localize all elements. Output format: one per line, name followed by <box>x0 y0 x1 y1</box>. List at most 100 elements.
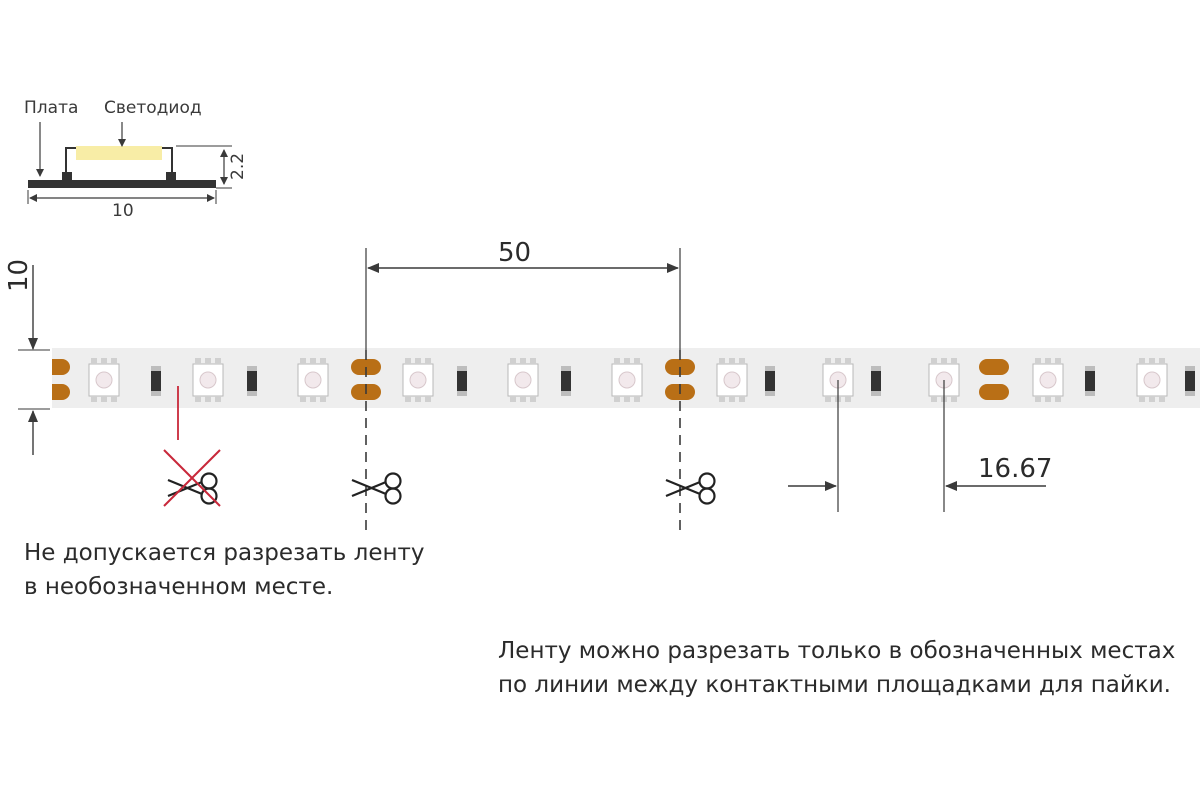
led-contact <box>1139 396 1145 402</box>
resistor-cap <box>561 391 571 396</box>
led-contact <box>931 396 937 402</box>
led-contact <box>1035 396 1041 402</box>
resistor-cap <box>765 391 775 396</box>
resistor <box>1185 370 1195 392</box>
strip-components <box>52 358 1195 402</box>
led-lens <box>1039 371 1057 389</box>
resistor <box>151 370 161 392</box>
led-contact <box>951 396 957 402</box>
led-contact <box>91 358 97 364</box>
resistor-cap <box>457 366 467 371</box>
forbidden-cut-note-line-2: в необозначенном месте. <box>24 574 334 600</box>
led-contact <box>1045 358 1051 364</box>
strip-width-label: 10 <box>4 258 34 292</box>
led-contact <box>405 396 411 402</box>
led-contact <box>101 358 107 364</box>
led-contact <box>91 396 97 402</box>
led-pitch-label: 16.67 <box>978 454 1053 484</box>
cross-section-drawing <box>27 122 232 204</box>
resistor <box>765 370 775 392</box>
led-contact <box>1055 358 1061 364</box>
solder-pad <box>52 384 70 400</box>
cut-interval-label: 50 <box>498 238 532 268</box>
led-contact <box>1159 396 1165 402</box>
led-contact <box>320 358 326 364</box>
led-contact <box>825 358 831 364</box>
led-contact <box>530 358 536 364</box>
led-label: Светодиод <box>104 98 202 118</box>
resistor <box>247 370 257 392</box>
allowed-cut-note-line-1: Ленту можно разрезать только в обозначен… <box>498 638 1176 664</box>
led-contact <box>951 358 957 364</box>
resistor <box>561 370 571 392</box>
led-contact <box>415 396 421 402</box>
led-contact <box>205 358 211 364</box>
led-contact <box>300 358 306 364</box>
led-contact <box>425 358 431 364</box>
led-lens <box>618 371 636 389</box>
led-contact <box>931 358 937 364</box>
led-contact <box>510 358 516 364</box>
led-contact <box>739 358 745 364</box>
led-contact <box>624 358 630 364</box>
led-contact <box>825 396 831 402</box>
resistor <box>1085 370 1095 392</box>
led-contact <box>415 358 421 364</box>
forbidden-cut-note-line-1: Не допускается разрезать ленту <box>24 540 425 566</box>
led-contact <box>320 396 326 402</box>
led-contact <box>1139 358 1145 364</box>
width-dimension-label: 10 <box>112 201 134 221</box>
cross-section-led <box>76 146 162 160</box>
allowed-cut-note: Ленту можно разрезать только в обозначен… <box>498 634 1175 702</box>
led-contact <box>111 358 117 364</box>
led-contact <box>1159 358 1165 364</box>
led-contact <box>300 396 306 402</box>
led-contact <box>845 358 851 364</box>
resistor-cap <box>561 366 571 371</box>
led-contact <box>215 396 221 402</box>
resistor-cap <box>1085 366 1095 371</box>
led-contact <box>634 396 640 402</box>
led-contact <box>101 396 107 402</box>
scissors-icon <box>351 472 402 505</box>
led-contact <box>310 396 316 402</box>
led-contact <box>941 358 947 364</box>
led-lens <box>95 371 113 389</box>
led-contact <box>1149 396 1155 402</box>
resistor-cap <box>871 391 881 396</box>
solder-pad <box>979 384 1009 400</box>
led-contact <box>1055 396 1061 402</box>
led-contact <box>1035 358 1041 364</box>
led-contact <box>215 358 221 364</box>
resistor-cap <box>151 391 161 396</box>
led-contact <box>195 396 201 402</box>
led-lens <box>304 371 322 389</box>
resistor-cap <box>151 366 161 371</box>
cross-section-pad-left <box>62 172 72 180</box>
solder-pad <box>979 359 1009 375</box>
forbidden-cut-note: Не допускается разрезать ленту в необозн… <box>24 536 425 604</box>
resistor-cap <box>1185 366 1195 371</box>
resistor-cap <box>1185 391 1195 396</box>
led-contact <box>614 358 620 364</box>
led-contact <box>530 396 536 402</box>
resistor-cap <box>765 366 775 371</box>
led-lens <box>409 371 427 389</box>
board-label: Плата <box>24 98 79 118</box>
allowed-cut-note-line-2: по линии между контактными площадками дл… <box>498 672 1171 698</box>
scissors-icon <box>665 472 716 505</box>
resistor-cap <box>1085 391 1095 396</box>
led-contact <box>739 396 745 402</box>
resistor <box>871 370 881 392</box>
led-contact <box>405 358 411 364</box>
led-contact <box>1149 358 1155 364</box>
led-contact <box>719 358 725 364</box>
cross-section-pad-right <box>166 172 176 180</box>
resistor-cap <box>871 366 881 371</box>
led-contact <box>195 358 201 364</box>
led-contact <box>520 396 526 402</box>
led-contact <box>425 396 431 402</box>
resistor-cap <box>247 391 257 396</box>
resistor-cap <box>457 391 467 396</box>
